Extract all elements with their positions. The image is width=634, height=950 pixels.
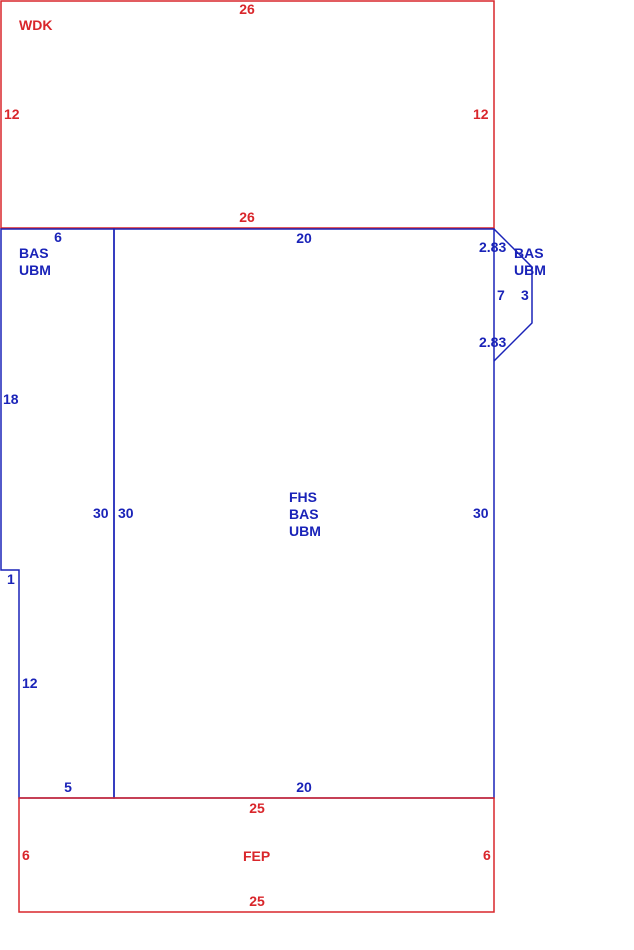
bas-left-dim-step: 1 — [7, 571, 15, 587]
fep-dim-right: 6 — [483, 847, 491, 863]
fhs-label-ubm: UBM — [289, 523, 321, 539]
bas-left-label-ubm: UBM — [19, 262, 51, 278]
bay-label-bas: BAS — [514, 245, 544, 261]
bas-left-dim-top: 6 — [54, 229, 62, 245]
bay-dim-diag-top: 2.83 — [479, 239, 506, 255]
bay-dim-inner: 7 — [497, 287, 505, 303]
wdk-dim-top: 26 — [239, 1, 255, 17]
fhs-dim-bottom: 20 — [296, 779, 312, 795]
fhs-dim-right: 30 — [473, 505, 489, 521]
fhs-label-fhs: FHS — [289, 489, 317, 505]
bas-left-dim-left-lower: 12 — [22, 675, 38, 691]
bay-dim-outer: 3 — [521, 287, 529, 303]
fhs-dim-top: 20 — [296, 230, 312, 246]
bay-area-outline — [493, 228, 533, 362]
fep-dim-bottom: 25 — [249, 893, 265, 909]
fhs-label-bas: BAS — [289, 506, 319, 522]
wdk-label: WDK — [19, 17, 52, 33]
bas-left-dim-bottom: 5 — [64, 779, 72, 795]
wdk-dim-bottom: 26 — [239, 209, 255, 225]
fep-dim-left: 6 — [22, 847, 30, 863]
bay-label-ubm: UBM — [514, 262, 546, 278]
wdk-area-outline — [0, 0, 495, 229]
fep-label: FEP — [243, 848, 270, 864]
bas-left-dim-left-upper: 18 — [3, 391, 19, 407]
bas-left-dim-right: 30 — [93, 505, 109, 521]
fhs-dim-left: 30 — [118, 505, 134, 521]
fep-area-outline — [18, 797, 495, 913]
bas-left-label-bas: BAS — [19, 245, 49, 261]
bay-dim-diag-bottom: 2.83 — [479, 334, 506, 350]
wdk-dim-right: 12 — [473, 106, 489, 122]
wdk-dim-left: 12 — [4, 106, 20, 122]
fep-dim-top: 25 — [249, 800, 265, 816]
